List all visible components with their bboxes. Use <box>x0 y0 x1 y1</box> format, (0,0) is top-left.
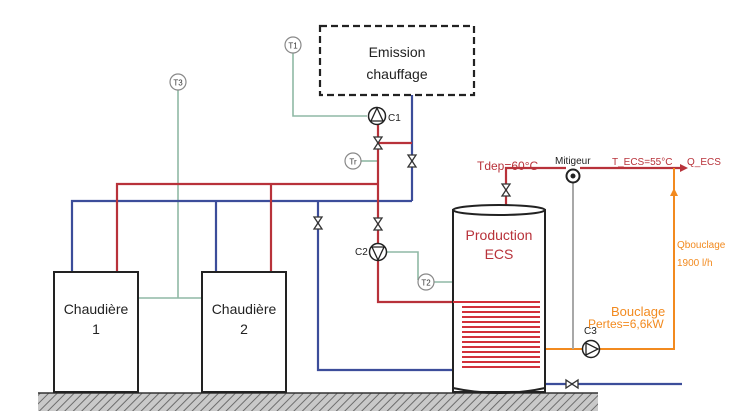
mixer-center-icon <box>570 173 576 179</box>
mitigeur-label: Mitigeur <box>555 156 591 167</box>
sensor-tr: Tr <box>344 152 362 170</box>
tank-label-line1: Production <box>466 227 533 243</box>
pump-arrow-icon <box>585 341 600 357</box>
tdep-label: Tdep=60°C <box>477 159 539 173</box>
pertes-label: Pertes=6,6kW <box>588 317 664 331</box>
pump-arrow-icon <box>369 106 385 122</box>
qbouclage-value: 1900 l/h <box>677 258 713 269</box>
ecs-tank-bottom <box>452 387 546 394</box>
sensor-t3: T3 <box>169 73 187 91</box>
q-ecs-label: Q_ECS <box>687 157 721 168</box>
tank-label-line2: ECS <box>485 246 514 262</box>
pump-icon <box>368 242 388 262</box>
ecs-tank-top <box>452 204 546 216</box>
q-ecs-arrow-icon <box>680 164 688 172</box>
emission-label-line1: Emission <box>369 44 426 60</box>
pump-c2: C2 <box>355 242 388 262</box>
sensor-tr-label: Tr <box>349 158 357 167</box>
flow-pipes <box>115 116 680 304</box>
pump-c1-label: C1 <box>388 113 401 124</box>
pump-c3: C3 <box>581 326 601 359</box>
valves <box>312 136 579 390</box>
bouclage-loop <box>545 168 675 350</box>
pump-icon <box>367 106 387 126</box>
valve-icon <box>312 216 324 230</box>
emission-box <box>318 24 476 97</box>
qbouclage-label: Qbouclage <box>677 240 726 251</box>
sensor-t1: T1 <box>284 36 302 54</box>
t-ecs-label: T_ECS=55°C <box>612 157 672 168</box>
sensor-t2-label: T2 <box>421 279 431 288</box>
valve-icon <box>372 217 384 231</box>
heating-coil <box>453 301 540 368</box>
boiler-2 <box>201 271 287 393</box>
boiler-1-number: 1 <box>92 321 100 337</box>
sensor-icon <box>417 273 435 291</box>
ground-hatch <box>38 393 598 411</box>
sensor-icon <box>284 36 302 54</box>
boiler-1-name: Chaudière <box>64 301 129 317</box>
valve-icon <box>500 183 512 197</box>
pump-icon <box>581 339 601 359</box>
sensor-icon <box>169 73 187 91</box>
boiler-1 <box>53 271 139 393</box>
sensor-icon <box>344 152 362 170</box>
boiler-2-number: 2 <box>240 321 248 337</box>
control-lines <box>138 52 453 299</box>
pump-arrow-icon <box>370 246 386 262</box>
valve-icon <box>406 154 418 168</box>
qbouclage-arrow-icon <box>670 188 678 196</box>
valve-icon <box>372 136 384 150</box>
boiler-2-name: Chaudière <box>212 301 277 317</box>
sensor-t1-label: T1 <box>288 42 298 51</box>
sensor-t2: T2 <box>417 273 435 291</box>
sensor-t3-label: T3 <box>173 79 183 88</box>
bouclage-label: Bouclage <box>611 304 665 319</box>
pump-c2-label: C2 <box>355 247 368 258</box>
valve-icon <box>565 378 579 390</box>
pump-c1: C1 <box>367 106 401 126</box>
emission-label-line2: chauffage <box>366 66 427 82</box>
pump-c3-label: C3 <box>584 326 597 337</box>
